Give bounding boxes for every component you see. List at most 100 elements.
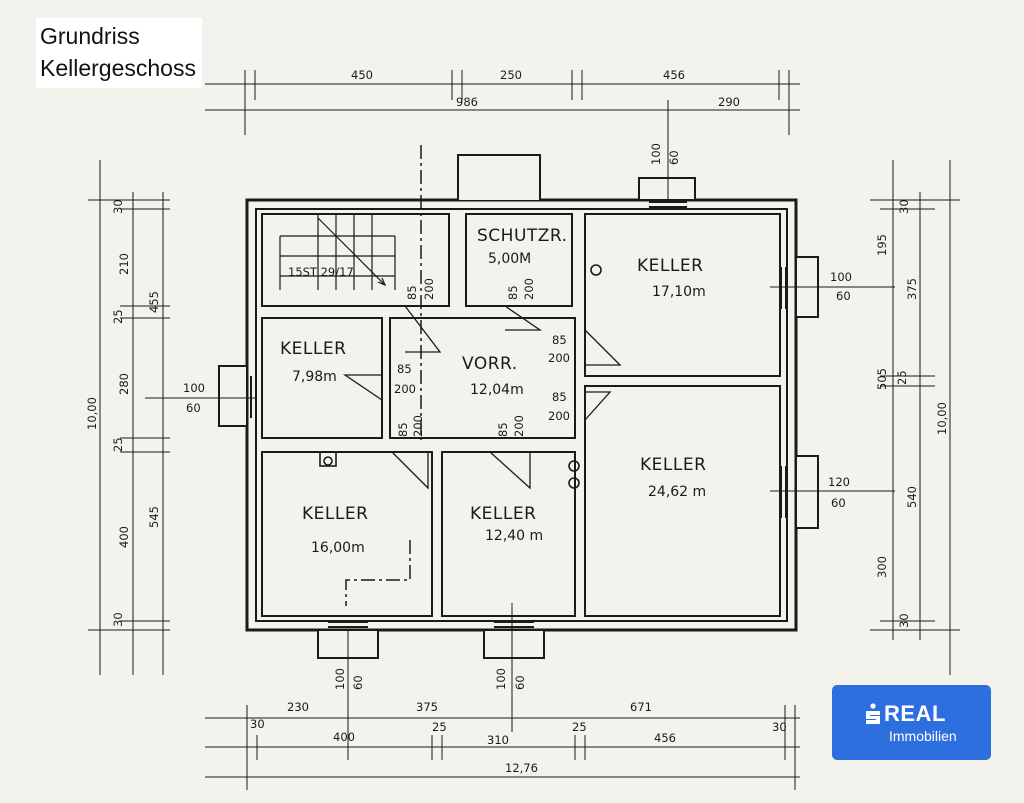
plan-title: Grundriss Kellergeschoss (36, 18, 202, 88)
dim-right-5: 30 (897, 613, 911, 628)
door-dim-h: 200 (522, 278, 536, 300)
dim-right-3: 25 (895, 370, 909, 385)
door-dim-w: 85 (397, 362, 412, 376)
dim-left-outer-1: 455 (147, 291, 161, 313)
door-dim-h: 200 (548, 409, 570, 423)
window-dim-h: 60 (667, 150, 681, 165)
dim-bottom-total: 12,76 (505, 761, 538, 775)
dim-right-outer-1: 375 (905, 278, 919, 300)
room-area-schutzraum: 5,00M (488, 251, 531, 267)
room-labels: SCHUTZR. 5,00M KELLER 17,10m KELLER 7,98… (280, 226, 706, 556)
dim-bottom-7: 310 (487, 733, 509, 747)
dim-bottom-6: 25 (432, 720, 447, 734)
dim-left-1: 30 (111, 199, 125, 214)
bottom-dimension-labels: 230 375 671 30 400 25 310 25 456 30 12,7… (250, 700, 787, 775)
window-dim-w: 100 (649, 143, 663, 165)
dim-top-1: 450 (351, 68, 373, 82)
door-dim-w: 85 (396, 422, 410, 437)
window-dim-w: 100 (494, 668, 508, 690)
room-name-keller-right-large: KELLER (640, 455, 706, 475)
dim-bottom-4: 30 (250, 717, 265, 731)
room-area-keller-left-small: 7,98m (292, 369, 337, 385)
door-dim-h: 200 (394, 382, 416, 396)
window-dim-h: 60 (836, 289, 851, 303)
dim-left-5: 25 (111, 437, 125, 452)
top-dimension-lines (205, 70, 800, 135)
title-line-2: Kellergeschoss (40, 55, 196, 81)
door-dim-h: 200 (422, 278, 436, 300)
dim-right-total: 10,00 (935, 402, 949, 435)
stair-label: 15ST 29/17 (288, 265, 354, 279)
dim-top-2: 250 (500, 68, 522, 82)
dim-bottom-2: 375 (416, 700, 438, 714)
dim-left-total: 10,00 (85, 397, 99, 430)
window-dim-h: 60 (186, 401, 201, 415)
badge-sub: Immobilien (889, 728, 957, 744)
window-dim-w: 100 (183, 381, 205, 395)
title-line-1: Grundriss (40, 23, 140, 49)
sreal-logo-badge: REAL Immobilien (832, 685, 991, 760)
right-dimension-lines (870, 160, 960, 675)
dim-left-3: 25 (111, 309, 125, 324)
room-area-keller-bottom-mid: 12,40 m (485, 528, 543, 544)
badge-brand: REAL (884, 701, 946, 726)
room-name-keller-top-right: KELLER (637, 256, 703, 276)
dim-left-4: 280 (117, 373, 131, 395)
dim-right-outer-2: 505 (875, 368, 889, 390)
room-area-vorraum: 12,04m (470, 382, 524, 398)
section-lines (345, 145, 422, 606)
dim-right-4: 300 (875, 556, 889, 578)
window-dim-h: 60 (351, 675, 365, 690)
room-name-vorraum: VORR. (462, 354, 518, 374)
door-dim-h: 200 (411, 415, 425, 437)
door-dim-w: 85 (552, 390, 567, 404)
dim-left-7: 30 (111, 612, 125, 627)
window-dimensions: 100 60 100 60 120 60 100 60 100 60 100 6… (145, 120, 895, 760)
staircase (279, 214, 396, 290)
dim-bottom-5: 400 (333, 730, 355, 744)
window-dim-w-large: 120 (828, 475, 850, 489)
window-dim-h: 60 (831, 496, 846, 510)
left-dimension-labels: 30 210 25 280 25 400 30 455 545 10,00 (85, 199, 161, 627)
dim-right-outer-3: 540 (905, 486, 919, 508)
dim-right-1: 30 (897, 199, 911, 214)
window-dim-h: 60 (513, 675, 527, 690)
room-name-keller-bottom-mid: KELLER (470, 504, 536, 524)
door-dim-h: 200 (548, 351, 570, 365)
door-dim-w: 85 (405, 285, 419, 300)
window-dim-w: 100 (830, 270, 852, 284)
dim-top-4: 986 (456, 95, 478, 109)
dim-bottom-10: 30 (772, 720, 787, 734)
dim-left-outer-2: 545 (147, 506, 161, 528)
bottom-dimension-lines (205, 705, 800, 790)
door-dim-w: 85 (506, 285, 520, 300)
dim-left-6: 400 (117, 526, 131, 548)
dim-top-5: 290 (718, 95, 740, 109)
dim-bottom-1: 230 (287, 700, 309, 714)
left-dimension-lines (88, 160, 170, 675)
dim-right-2: 195 (875, 234, 889, 256)
room-area-keller-top-right: 17,10m (652, 284, 706, 300)
dim-left-2: 210 (117, 253, 131, 275)
door-dim-h: 200 (512, 415, 526, 437)
dim-bottom-8: 25 (572, 720, 587, 734)
right-dimension-labels: 30 195 25 300 30 375 505 540 10,00 (875, 199, 949, 628)
interior-walls (261, 213, 781, 617)
door-dimensions: 85 200 85 200 85 200 85 200 85 200 85 20… (394, 278, 570, 437)
room-name-keller-left-small: KELLER (280, 339, 346, 359)
door-dim-w: 85 (496, 422, 510, 437)
sparkasse-s-icon (866, 703, 880, 724)
room-area-keller-bottom-left: 16,00m (311, 540, 365, 556)
door-dim-w: 85 (552, 333, 567, 347)
room-name-schutzraum: SCHUTZR. (477, 226, 568, 246)
room-area-keller-right-large: 24,62 m (648, 484, 706, 500)
dim-bottom-3: 671 (630, 700, 652, 714)
dim-bottom-9: 456 (654, 731, 676, 745)
top-dimension-labels: 450 250 456 986 290 (351, 68, 740, 109)
dim-top-3: 456 (663, 68, 685, 82)
door-swings (342, 305, 622, 490)
chimney-markers (319, 264, 602, 489)
window-dim-w: 100 (333, 668, 347, 690)
